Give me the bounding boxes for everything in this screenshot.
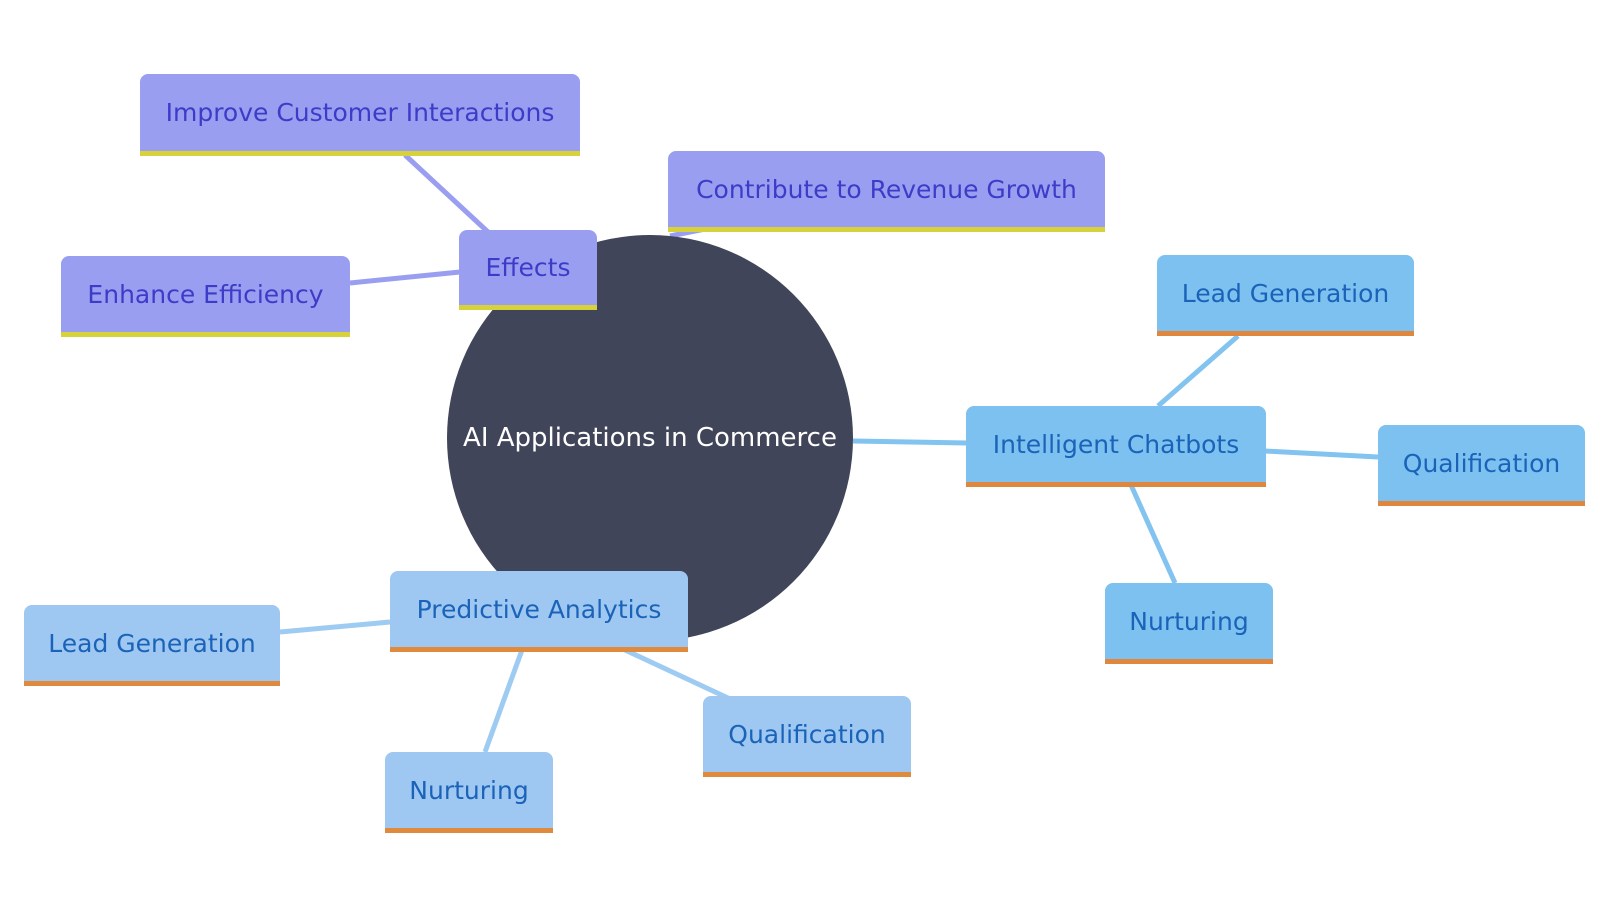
node-intelligent-chatbots-label: Intelligent Chatbots (992, 429, 1240, 459)
node-improve-customer-interactions-label: Improve Customer Interactions (165, 98, 555, 127)
node-chatbots-lead-generation[interactable]: Lead Generation (1157, 255, 1414, 336)
edge-predictive-nurturing (482, 649, 525, 753)
node-effects[interactable]: Effects (459, 230, 597, 310)
node-chatbots-nurturing[interactable]: Nurturing (1105, 583, 1273, 664)
edge-chatbots-leadgen (1156, 334, 1240, 408)
node-chatbots-qualification[interactable]: Qualification (1378, 425, 1585, 506)
node-chatbots-qualification-label: Qualification (1402, 448, 1561, 478)
node-predictive-qualification[interactable]: Qualification (703, 696, 911, 777)
node-enhance-efficiency[interactable]: Enhance Efficiency (61, 256, 350, 337)
node-enhance-efficiency-label: Enhance Efficiency (87, 279, 324, 309)
edge-center-chatbots (852, 438, 968, 446)
center-label: AI Applications in Commerce (463, 423, 837, 453)
edge-predictive-leadgen (279, 619, 391, 635)
edge-predictive-qualification (623, 647, 730, 701)
node-intelligent-chatbots[interactable]: Intelligent Chatbots (966, 406, 1266, 487)
node-contribute-to-revenue-growth[interactable]: Contribute to Revenue Growth (668, 151, 1105, 232)
node-chatbots-nurturing-label: Nurturing (1129, 606, 1249, 636)
edge-chatbots-qualification (1264, 448, 1379, 460)
node-effects-label: Effects (485, 253, 571, 282)
node-predictive-analytics[interactable]: Predictive Analytics (390, 571, 688, 652)
node-predictive-qualification-label: Qualification (728, 719, 886, 749)
node-predictive-analytics-label: Predictive Analytics (416, 594, 662, 624)
edge-effects-efficiency (349, 269, 461, 286)
edge-chatbots-nurturing (1128, 483, 1178, 585)
node-contribute-to-revenue-growth-label: Contribute to Revenue Growth (696, 174, 1077, 204)
node-predictive-lead-generation-label: Lead Generation (48, 628, 256, 658)
node-predictive-lead-generation[interactable]: Lead Generation (24, 605, 280, 686)
node-chatbots-lead-generation-label: Lead Generation (1181, 278, 1390, 308)
edge-effects-improve (403, 153, 490, 234)
node-predictive-nurturing-label: Nurturing (409, 775, 529, 805)
node-improve-customer-interactions[interactable]: Improve Customer Interactions (140, 74, 580, 156)
node-predictive-nurturing[interactable]: Nurturing (385, 752, 553, 833)
